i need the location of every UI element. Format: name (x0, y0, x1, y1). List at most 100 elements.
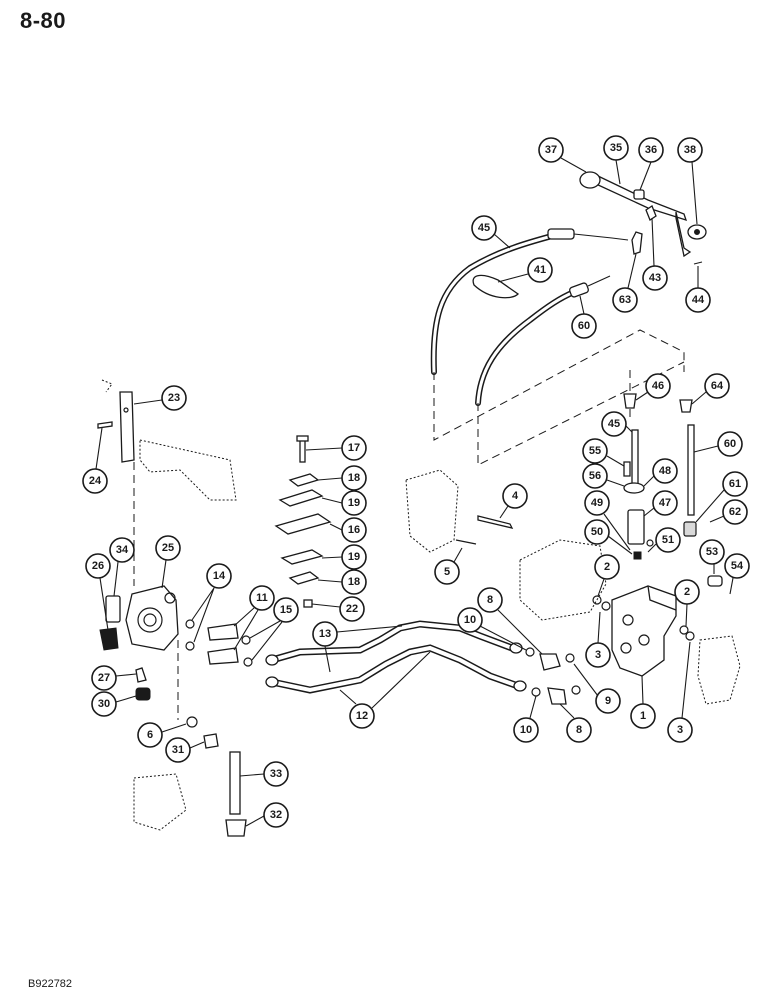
callout-48: 48 (652, 458, 678, 484)
svg-text:25: 25 (162, 542, 174, 554)
sleeve (627, 509, 645, 545)
detent-ball (633, 551, 642, 560)
callout-60-lower: 60 (717, 431, 743, 457)
callout-27: 27 (91, 665, 117, 691)
callout-19-lower: 19 (341, 544, 367, 570)
callout-17: 17 (341, 435, 367, 461)
callout-51: 51 (655, 527, 681, 553)
callout-60-upper: 60 (571, 313, 597, 339)
lever-clip (631, 231, 643, 255)
callout-13: 15 (273, 597, 299, 623)
svg-text:31: 31 (172, 744, 184, 756)
svg-text:33: 33 (270, 768, 282, 780)
tube-end-4 (513, 680, 527, 692)
svg-text:8: 8 (576, 724, 582, 736)
callout-18-lower: 18 (341, 569, 367, 595)
tube-end-2 (265, 676, 279, 688)
svg-text:26: 26 (92, 560, 104, 572)
svg-text:19: 19 (348, 497, 360, 509)
hydraulic-tube-lower (268, 644, 522, 694)
callout-43: 43 (642, 265, 668, 291)
svg-text:62: 62 (729, 506, 741, 518)
washer-plate (623, 482, 645, 494)
callout-44: 44 (685, 287, 711, 313)
tee-fitting (225, 819, 247, 837)
breather (135, 667, 147, 683)
callout-3-right: 3 (667, 717, 693, 743)
callout-3-left: 3 (585, 642, 611, 668)
callout-45-lower: 45 (601, 411, 627, 437)
o-rings-right (592, 539, 695, 641)
svg-text:17: 17 (348, 442, 360, 454)
callout-1: 1 (630, 703, 656, 729)
spool-link (477, 515, 514, 529)
svg-text:55: 55 (589, 445, 601, 457)
elbow-fitting-lower (547, 687, 567, 705)
callout-50: 50 (584, 519, 610, 545)
control-cable-lower (475, 275, 611, 406)
plug (135, 687, 151, 701)
callout-36: 36 (638, 137, 664, 163)
callout-47: 47 (652, 490, 678, 516)
svg-text:2: 2 (604, 561, 610, 573)
callout-37: 37 (538, 137, 564, 163)
callout-53: 53 (699, 539, 725, 565)
callout-8-upper: 8 (477, 587, 503, 613)
svg-text:44: 44 (692, 294, 705, 306)
detent-plug (707, 575, 723, 587)
tube-end-1 (265, 654, 279, 666)
svg-text:13: 13 (319, 628, 331, 640)
callout-31: 31 (165, 737, 191, 763)
svg-text:45: 45 (478, 222, 490, 234)
svg-text:4: 4 (512, 490, 519, 502)
callout-2-left: 2 (594, 554, 620, 580)
hydraulic-tube-upper (268, 620, 516, 664)
mounting-bracket (119, 391, 135, 463)
callout-5: 5 (434, 559, 460, 585)
callout-34: 34 (109, 537, 135, 563)
svg-text:63: 63 (619, 294, 631, 306)
svg-text:18: 18 (348, 576, 360, 588)
clamp-upper (278, 489, 324, 507)
pump-housing (125, 585, 179, 651)
adapter-fitting-upper (207, 623, 239, 641)
svg-text:51: 51 (662, 534, 674, 546)
lever-knob (579, 171, 601, 189)
callout-23: 23 (161, 385, 187, 411)
svg-text:61: 61 (729, 478, 741, 490)
bracket-screw (97, 421, 113, 429)
callout-49: 49 (584, 490, 610, 516)
svg-text:35: 35 (610, 142, 622, 154)
cap-nut (623, 393, 637, 409)
svg-text:14: 14 (213, 570, 226, 582)
callout-54: 54 (724, 553, 750, 579)
svg-text:27: 27 (98, 672, 110, 684)
svg-text:36: 36 (645, 144, 657, 156)
pump-end-ghost (133, 773, 187, 831)
clamp-lower (280, 549, 324, 565)
callout-6: 6 (137, 722, 163, 748)
figure-code: B922782 (28, 978, 73, 990)
nut (303, 599, 313, 608)
callout-25: 25 (155, 535, 181, 561)
svg-text:12: 12 (356, 710, 368, 722)
mounting-frame-ghost (139, 439, 237, 501)
callout-33: 33 (263, 761, 289, 787)
alignment-lines (433, 329, 685, 466)
svg-text:15: 15 (280, 604, 292, 616)
plate-hole (694, 229, 700, 235)
callout-16: 16 (341, 517, 367, 543)
callout-15: 13 (312, 621, 338, 647)
callout-63: 63 (612, 287, 638, 313)
callout-56: 56 (582, 463, 608, 489)
callout-19-upper: 19 (341, 490, 367, 516)
svg-text:32: 32 (270, 809, 282, 821)
o-rings-center (525, 647, 581, 697)
svg-text:64: 64 (711, 380, 724, 392)
svg-text:37: 37 (545, 144, 557, 156)
page-number: 8-80 (20, 8, 67, 33)
svg-text:50: 50 (591, 526, 603, 538)
svg-text:46: 46 (652, 380, 664, 392)
svg-text:5: 5 (444, 566, 450, 578)
callout-61: 61 (722, 471, 748, 497)
